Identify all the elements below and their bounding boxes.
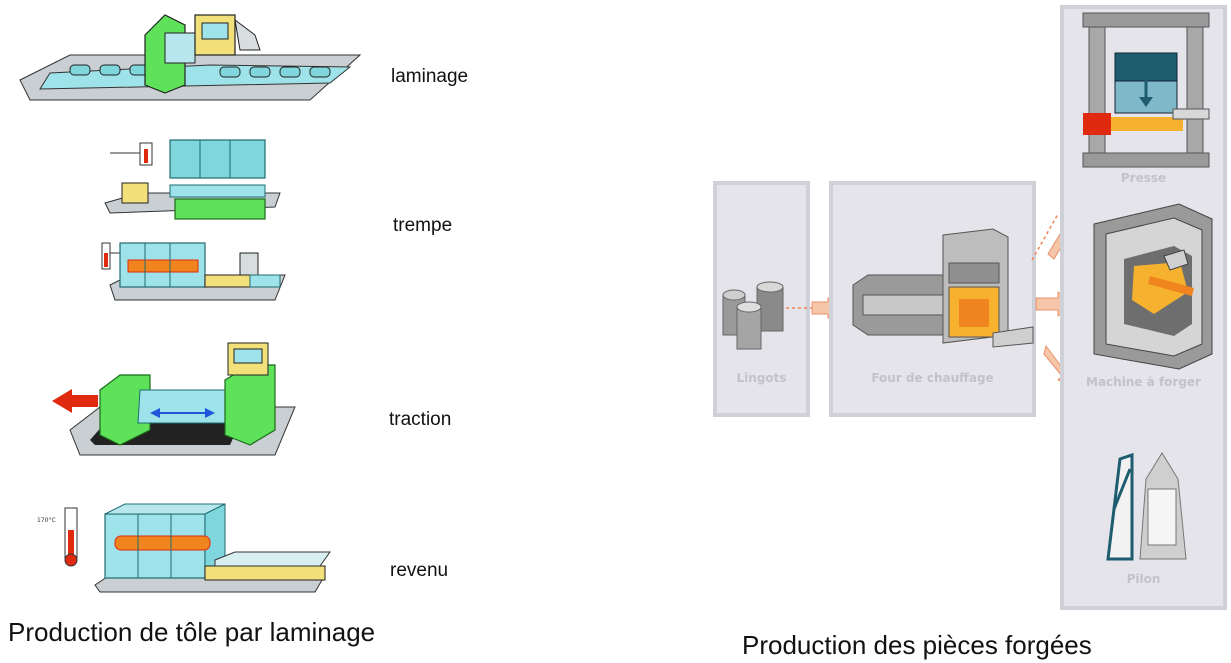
step-label-traction: traction bbox=[389, 409, 452, 430]
furnace-panel: Four de chauffage bbox=[829, 181, 1036, 417]
traction-illustration bbox=[50, 335, 300, 470]
revenu-illustration: 170°C bbox=[35, 500, 345, 595]
left-caption: Production de tôle par laminage bbox=[8, 617, 376, 647]
hammer-icon bbox=[1106, 452, 1187, 561]
trempe-illustration bbox=[100, 135, 290, 305]
step-label-revenu: revenu bbox=[390, 560, 449, 581]
rolling-mill-icon bbox=[19, 14, 362, 101]
hammer-label: Pilon bbox=[1126, 572, 1161, 586]
laminage-illustration bbox=[10, 5, 365, 110]
forging-panel: Presse Machine à forger Pilon bbox=[1060, 5, 1227, 610]
ingots-icon bbox=[722, 281, 784, 350]
step-label-trempe: trempe bbox=[393, 215, 453, 236]
press-icon bbox=[1082, 12, 1210, 168]
ingots-panel: Lingots bbox=[713, 181, 810, 417]
step-label-laminage: laminage bbox=[391, 66, 469, 87]
right-caption: Production des pièces forgées bbox=[742, 630, 1092, 660]
furnace-label: Four de chauffage bbox=[871, 371, 994, 385]
thermometer-label: 170°C bbox=[37, 517, 56, 524]
ingots-label: Lingots bbox=[736, 371, 787, 385]
press-label: Presse bbox=[1120, 171, 1167, 185]
tempering-furnace-icon: 170°C bbox=[37, 503, 331, 593]
quench-furnace-icon bbox=[101, 139, 286, 301]
heating-furnace-icon bbox=[852, 228, 1034, 348]
forging-machine-label: Machine à forger bbox=[1086, 375, 1201, 389]
forging-machine-icon bbox=[1093, 203, 1213, 370]
stretcher-icon bbox=[52, 342, 296, 456]
